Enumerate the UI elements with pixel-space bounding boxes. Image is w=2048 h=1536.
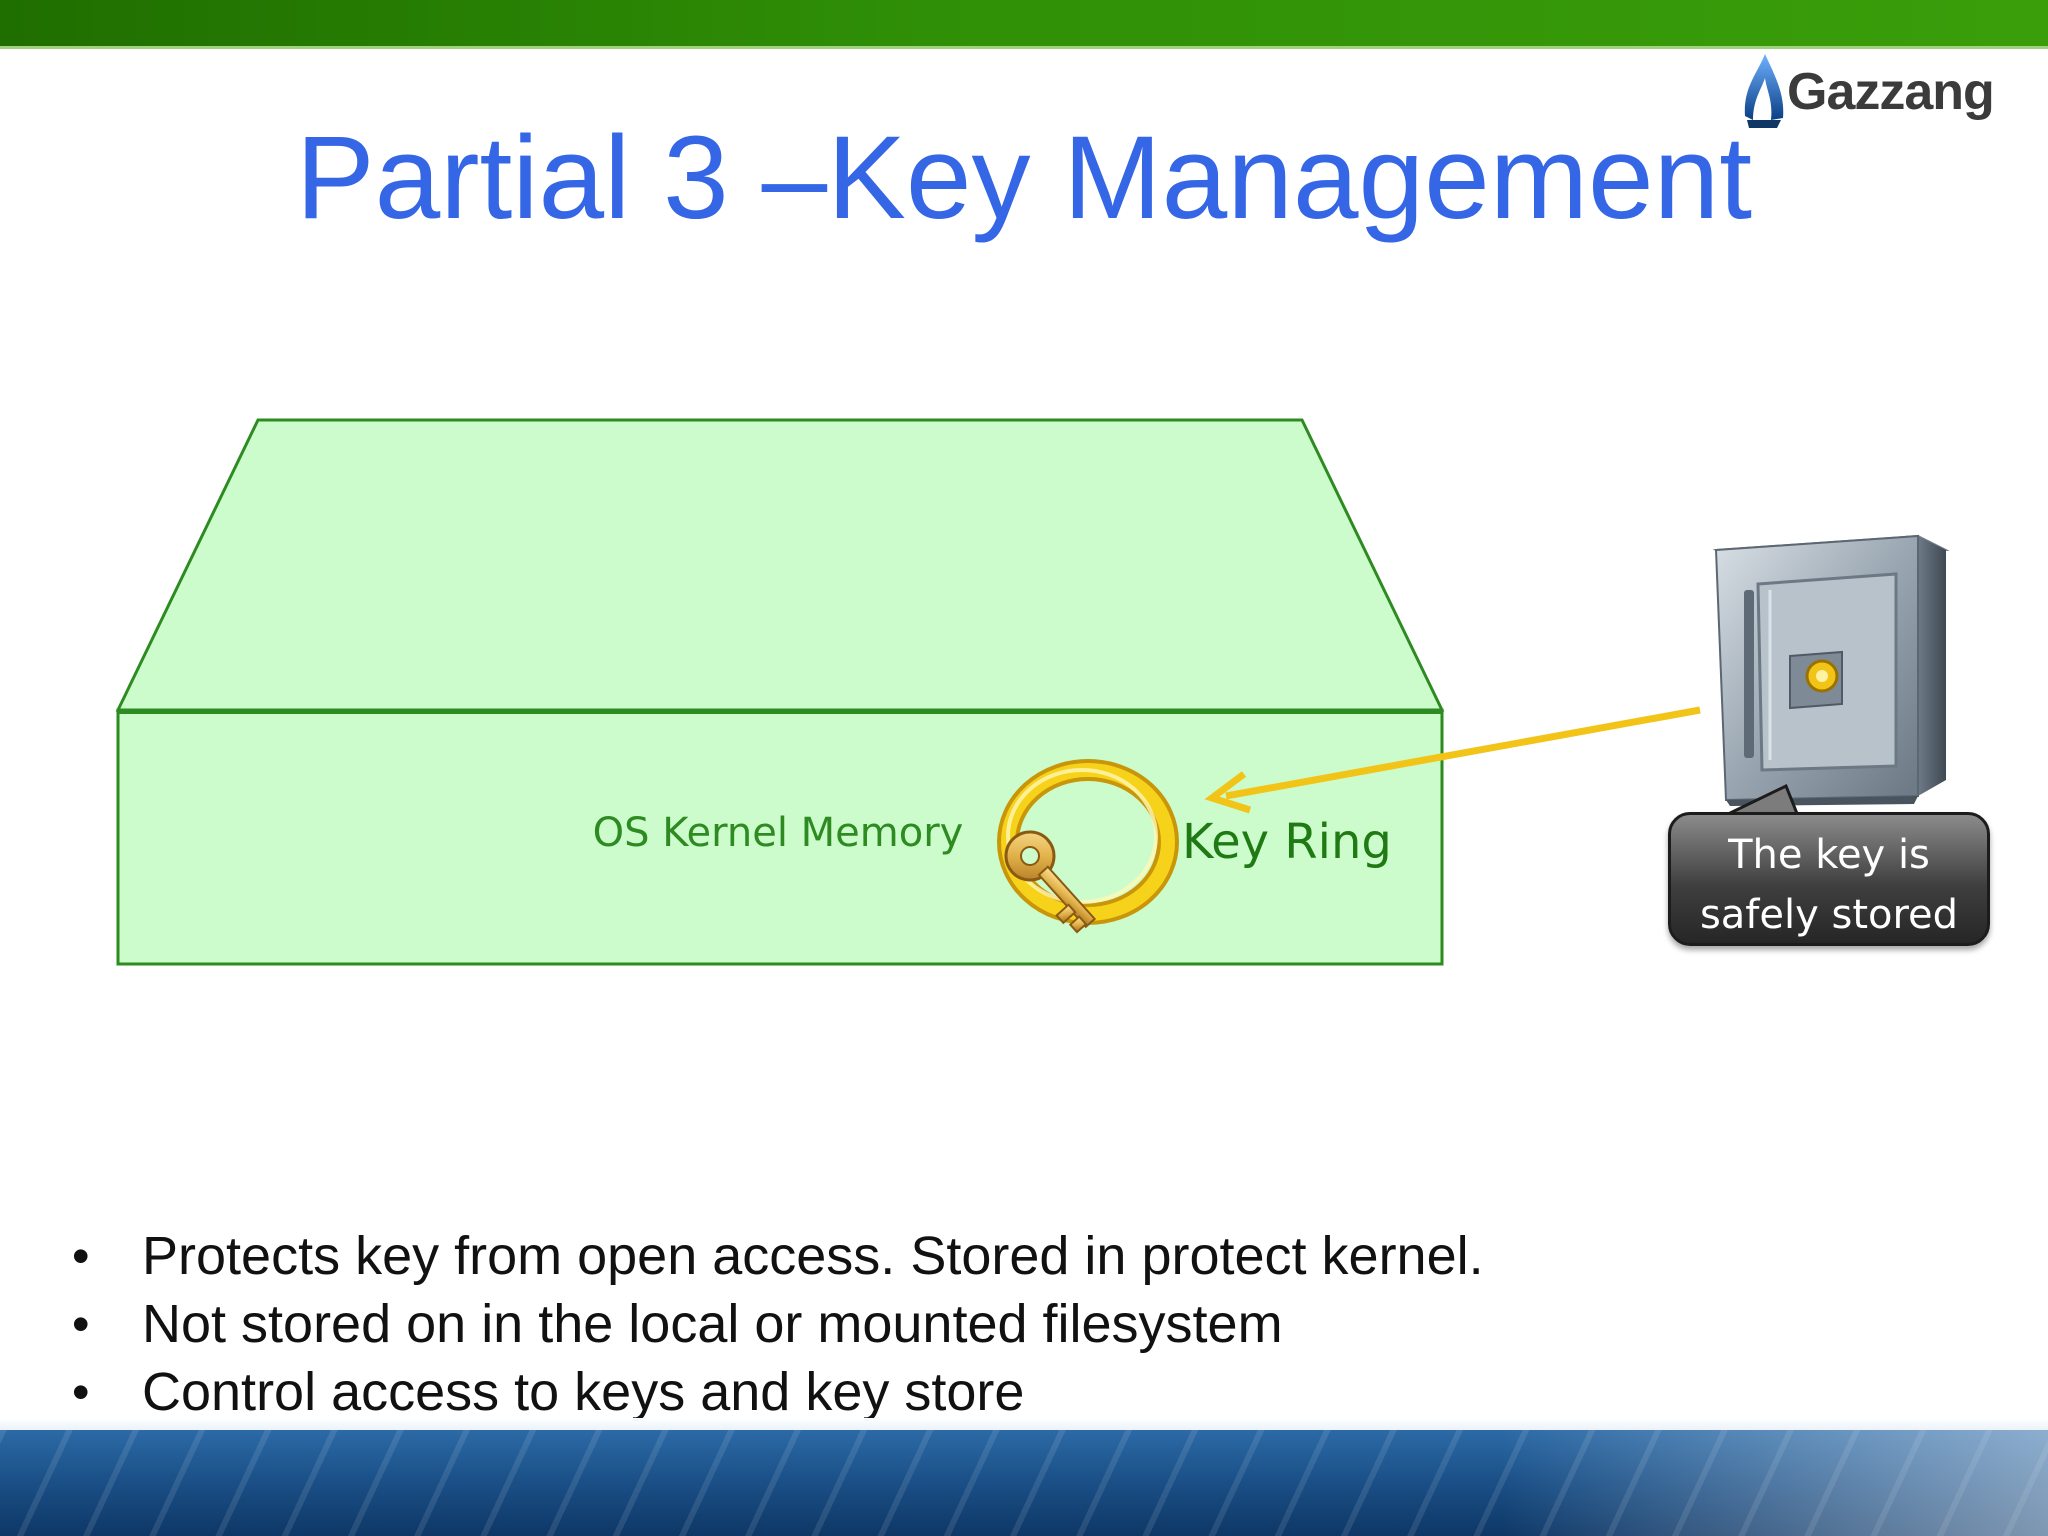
kernel-box-top (118, 420, 1442, 710)
callout-line-1: The key is (1671, 825, 1987, 885)
bottom-banner (0, 1430, 2048, 1536)
callout-line-2: safely stored (1671, 885, 1987, 945)
safe-callout: The key is safely stored (1668, 812, 1990, 946)
key-ring-label: Key Ring (1182, 814, 1392, 870)
bullet-list: Protects key from open access. Stored in… (72, 1222, 1484, 1426)
bullet-item: Protects key from open access. Stored in… (72, 1222, 1484, 1290)
os-kernel-memory-label: OS Kernel Memory (578, 810, 978, 856)
bullet-item: Not stored on in the local or mounted fi… (72, 1290, 1484, 1358)
safe-vault-icon (1716, 536, 1946, 806)
bullet-item: Control access to keys and key store (72, 1358, 1484, 1426)
